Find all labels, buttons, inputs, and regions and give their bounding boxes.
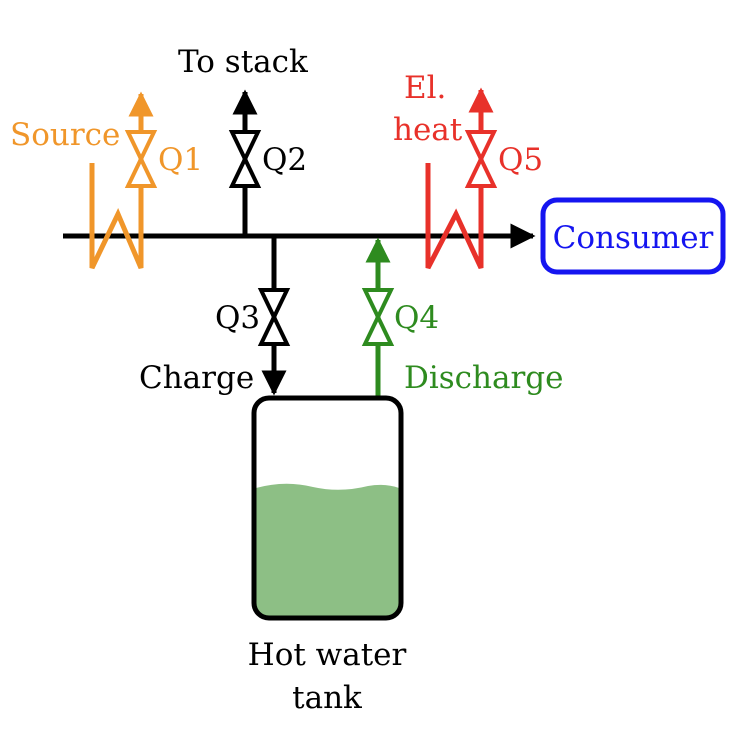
tank-label-line2: tank: [292, 680, 362, 716]
hot-water-tank: [251, 395, 404, 621]
consumer-label: Consumer: [553, 220, 714, 256]
tank-water: [256, 483, 399, 616]
valve-q2-label: Q2: [262, 142, 307, 178]
el-heat-label-line2: heat: [393, 112, 463, 148]
valve-q5-label: Q5: [498, 142, 543, 178]
valve-q2-icon: [228, 130, 262, 188]
consumer-box: [540, 197, 726, 275]
source-label: Source: [10, 117, 120, 153]
valve-q5-icon: [464, 130, 498, 188]
el-heat-label-line1: El.: [404, 70, 446, 106]
tank-label-line1: Hot water: [248, 637, 407, 673]
valve-q3-label: Q3: [215, 300, 260, 336]
tank-outline: [251, 395, 404, 621]
source-heat-exchanger: [89, 91, 154, 270]
valve-q1-label: Q1: [158, 142, 203, 178]
charge-label: Charge: [139, 360, 254, 396]
to-stack-label: To stack: [178, 44, 308, 80]
valve-q3-icon: [257, 288, 291, 346]
valve-q1-icon: [124, 130, 158, 188]
valve-q4-label: Q4: [394, 300, 439, 336]
valve-q4-icon: [361, 288, 395, 346]
discharge-label: Discharge: [404, 360, 564, 396]
el-heat-exchanger: [425, 87, 494, 270]
